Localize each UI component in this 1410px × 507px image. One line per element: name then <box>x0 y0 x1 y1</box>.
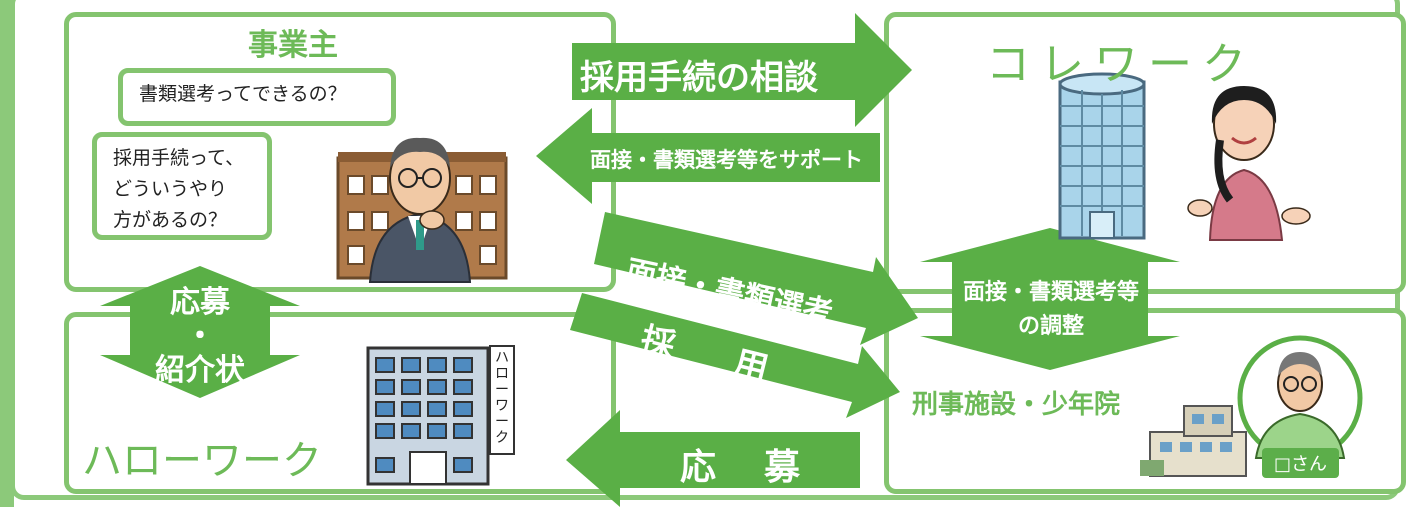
inmate-portrait-icon <box>1237 335 1363 461</box>
adjust-arrow-label: 面接・書類選考等 の調整 <box>946 276 1156 344</box>
hellowork-sign: ハローワーク <box>495 350 509 446</box>
consult-arrow-label: 採用手続の相談 <box>580 58 818 98</box>
support-arrow-label: 面接・書類選考等をサポート <box>590 148 863 172</box>
hellowork-title: ハローワーク <box>82 438 322 484</box>
apply-bottom-arrow <box>566 410 860 507</box>
person-badge: □さん <box>1262 448 1340 478</box>
employer-title: 事業主 <box>248 28 338 63</box>
referral-label-line: 応募 <box>170 285 230 320</box>
adjust-arrow <box>920 228 1180 370</box>
referral-arrow <box>100 266 300 398</box>
prison-building-icon <box>1140 405 1247 477</box>
hellowork-building-icon <box>366 345 515 486</box>
bubble-line: 方があるの？ <box>113 209 228 231</box>
consult-arrow <box>572 13 912 127</box>
support-arrow <box>536 108 880 204</box>
hire-arrow <box>570 293 900 418</box>
facility-title: 刑事施設・少年院 <box>912 390 1121 420</box>
speech-bubble-procedure: 採用手続って、 どういうやり 方があるの？ <box>92 132 272 240</box>
interview-arrow <box>594 212 918 345</box>
businessman-icon <box>368 137 472 283</box>
corework-title: コレワーク <box>986 39 1256 90</box>
referral-arrow-label: 応募 ・ 紹介状 <box>150 286 250 388</box>
bubble-line: どういうやり <box>113 178 228 200</box>
adjust-label-line: 面接・書類選考等 <box>962 280 1139 305</box>
office-tower-icon <box>1058 72 1146 240</box>
bubble-line: 採用手続って、 <box>113 147 245 169</box>
bubble-text: 書類選考ってできるの？ <box>139 83 347 105</box>
staff-woman-icon <box>1187 86 1311 241</box>
apply-bottom-arrow-label: 応 募 <box>680 447 807 488</box>
referral-label-line: ・ <box>185 319 215 354</box>
referral-label-line: 紹介状 <box>155 353 245 388</box>
adjust-label-line: の調整 <box>1017 314 1084 339</box>
speech-bubble-screening: 書類選考ってできるの？ <box>118 68 396 126</box>
